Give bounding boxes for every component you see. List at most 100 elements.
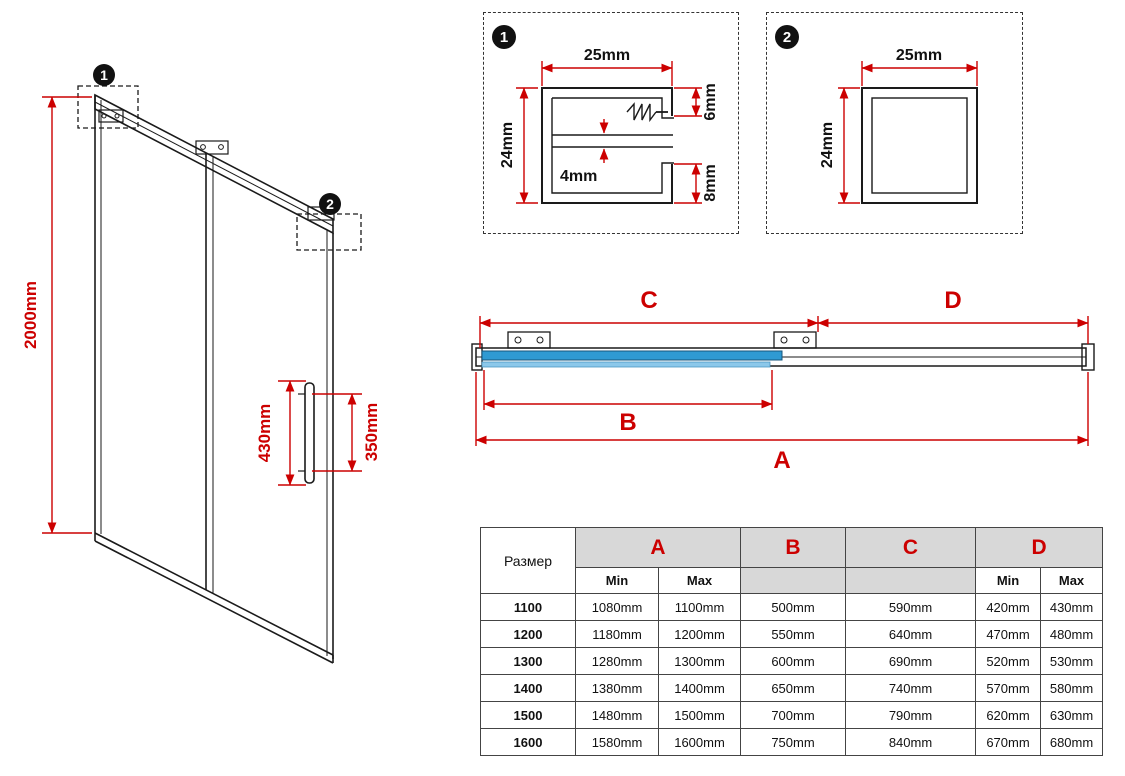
b-cell: 650mm — [740, 674, 847, 702]
callout-2-number: 2 — [326, 196, 334, 212]
dim-a-label: A — [773, 447, 790, 474]
b-cell: 700mm — [740, 701, 847, 729]
detail-2-badge — [775, 25, 799, 49]
table-row: 1200 1180mm 1200mm 550mm 640mm 470mm 480… — [480, 620, 1104, 648]
handle-spacing-dim-label: 350mm — [362, 403, 381, 462]
size-cell: 1200 — [480, 620, 576, 648]
d-max-cell: 480mm — [1040, 620, 1104, 648]
d-min-cell: 420mm — [975, 593, 1042, 621]
handle-length-dimension: 430mm — [255, 380, 306, 486]
b-cell: 600mm — [740, 647, 847, 675]
dim-d: D — [817, 287, 1089, 344]
door-handle — [304, 382, 315, 484]
size-table-container: Размер A B C D Min Max Min Max 1100 — [480, 527, 1104, 756]
detail-2-height-dim-label: 24mm — [819, 122, 836, 168]
door-elevation-view: 1 2 2000mm 430mm — [0, 0, 470, 776]
d-max-cell: 530mm — [1040, 647, 1104, 675]
d-min-cell: 670mm — [975, 728, 1042, 756]
callout-1-badge — [93, 64, 115, 86]
dim-b-label: B — [619, 409, 636, 436]
a-min-cell: 1380mm — [575, 674, 659, 702]
wall-profile-section — [541, 87, 674, 204]
a-max-cell: 1300mm — [657, 647, 742, 675]
c-cell: 590mm — [845, 593, 977, 621]
callout-2-badge — [319, 193, 341, 215]
detail-2-width-dim-label: 25mm — [896, 47, 942, 64]
size-cell: 1500 — [480, 701, 576, 729]
detail-1-width-dim-label: 25mm — [584, 47, 630, 64]
glass-panel — [481, 350, 783, 361]
c-cell: 690mm — [845, 647, 977, 675]
screw-icon — [626, 102, 668, 123]
a-max-header: Max — [657, 567, 742, 594]
a-min-cell: 1180mm — [575, 620, 659, 648]
door-frame — [94, 93, 335, 664]
callout-1-number: 1 — [100, 67, 108, 83]
d-max-header: Max — [1040, 567, 1104, 594]
detail-1-top-lip-dimension: 6mm — [674, 83, 719, 121]
handle-spacing-dimension: 350mm — [312, 393, 381, 472]
detail-1-bottom-lip-dimension: 8mm — [674, 163, 719, 204]
roller-bracket-left — [98, 109, 124, 123]
detail-1-svg: 1 25mm — [492, 25, 719, 204]
detail-1-box: 1 25mm — [483, 12, 739, 234]
detail-1-badge — [492, 25, 516, 49]
size-cell: 1600 — [480, 728, 576, 756]
track-top-view-svg: C D B A — [471, 287, 1095, 474]
b-cell: 750mm — [740, 728, 847, 756]
column-header-a: A — [574, 527, 742, 568]
glass-panel-lower — [481, 361, 771, 368]
callout-1: 1 — [77, 64, 139, 129]
size-table: Размер A B C D Min Max Min Max 1100 — [480, 527, 1104, 756]
size-column-header: Размер — [480, 527, 576, 594]
detail-2-width-dimension: 25mm — [861, 47, 978, 86]
c-cell: 640mm — [845, 620, 977, 648]
a-max-cell: 1600mm — [657, 728, 742, 756]
size-cell: 1400 — [480, 674, 576, 702]
roller-carriage-right — [773, 331, 817, 349]
d-min-cell: 570mm — [975, 674, 1042, 702]
d-max-cell: 680mm — [1040, 728, 1104, 756]
dim-c-label: C — [640, 287, 657, 314]
detail-1-number: 1 — [500, 29, 508, 46]
c-cell: 790mm — [845, 701, 977, 729]
dim-a: A — [475, 372, 1089, 474]
dim-d-label: D — [944, 287, 961, 314]
d-min-cell: 470mm — [975, 620, 1042, 648]
table-row: 1300 1280mm 1300mm 600mm 690mm 520mm 530… — [480, 647, 1104, 675]
detail-2-box: 2 25mm 24mm — [766, 12, 1023, 234]
size-cell: 1100 — [480, 593, 576, 621]
a-min-cell: 1280mm — [575, 647, 659, 675]
a-min-cell: 1480mm — [575, 701, 659, 729]
column-header-d: D — [975, 527, 1104, 568]
b-cell: 500mm — [740, 593, 847, 621]
detail-1-height-dim-label: 24mm — [499, 122, 516, 168]
detail-2-number: 2 — [783, 29, 791, 46]
column-header-b: B — [740, 527, 847, 568]
a-min-header: Min — [575, 567, 659, 594]
height-dimension: 2000mm — [21, 96, 92, 534]
door-elevation-svg: 1 2 2000mm 430mm — [21, 64, 381, 664]
callout-2: 2 — [296, 193, 362, 251]
d-min-header: Min — [975, 567, 1042, 594]
detail-1-top-lip-dim-label: 6mm — [702, 83, 719, 120]
d-min-cell: 620mm — [975, 701, 1042, 729]
detail-2-height-dimension: 24mm — [819, 87, 860, 204]
track-top-view: C D B A — [470, 278, 1120, 478]
detail-1-slot-dim-label: 4mm — [560, 168, 597, 185]
detail-1-slot-dimension: 4mm — [560, 119, 609, 185]
detail-1-bottom-lip-dim-label: 8mm — [702, 164, 719, 201]
table-row: 1400 1380mm 1400mm 650mm 740mm 570mm 580… — [480, 674, 1104, 702]
square-profile-section — [861, 87, 978, 204]
d-max-cell: 430mm — [1040, 593, 1104, 621]
table-row: 1600 1580mm 1600mm 750mm 840mm 670mm 680… — [480, 728, 1104, 756]
handle-length-dim-label: 430mm — [255, 404, 274, 463]
a-max-cell: 1100mm — [657, 593, 742, 621]
table-row: 1100 1080mm 1100mm 500mm 590mm 420mm 430… — [480, 593, 1104, 621]
detail-1-height-dimension: 24mm — [499, 87, 538, 204]
dim-b: B — [483, 370, 773, 436]
c-cell: 840mm — [845, 728, 977, 756]
table-subheader-row: Min Max Min Max — [481, 567, 1104, 594]
c-filler-cell — [845, 567, 977, 594]
